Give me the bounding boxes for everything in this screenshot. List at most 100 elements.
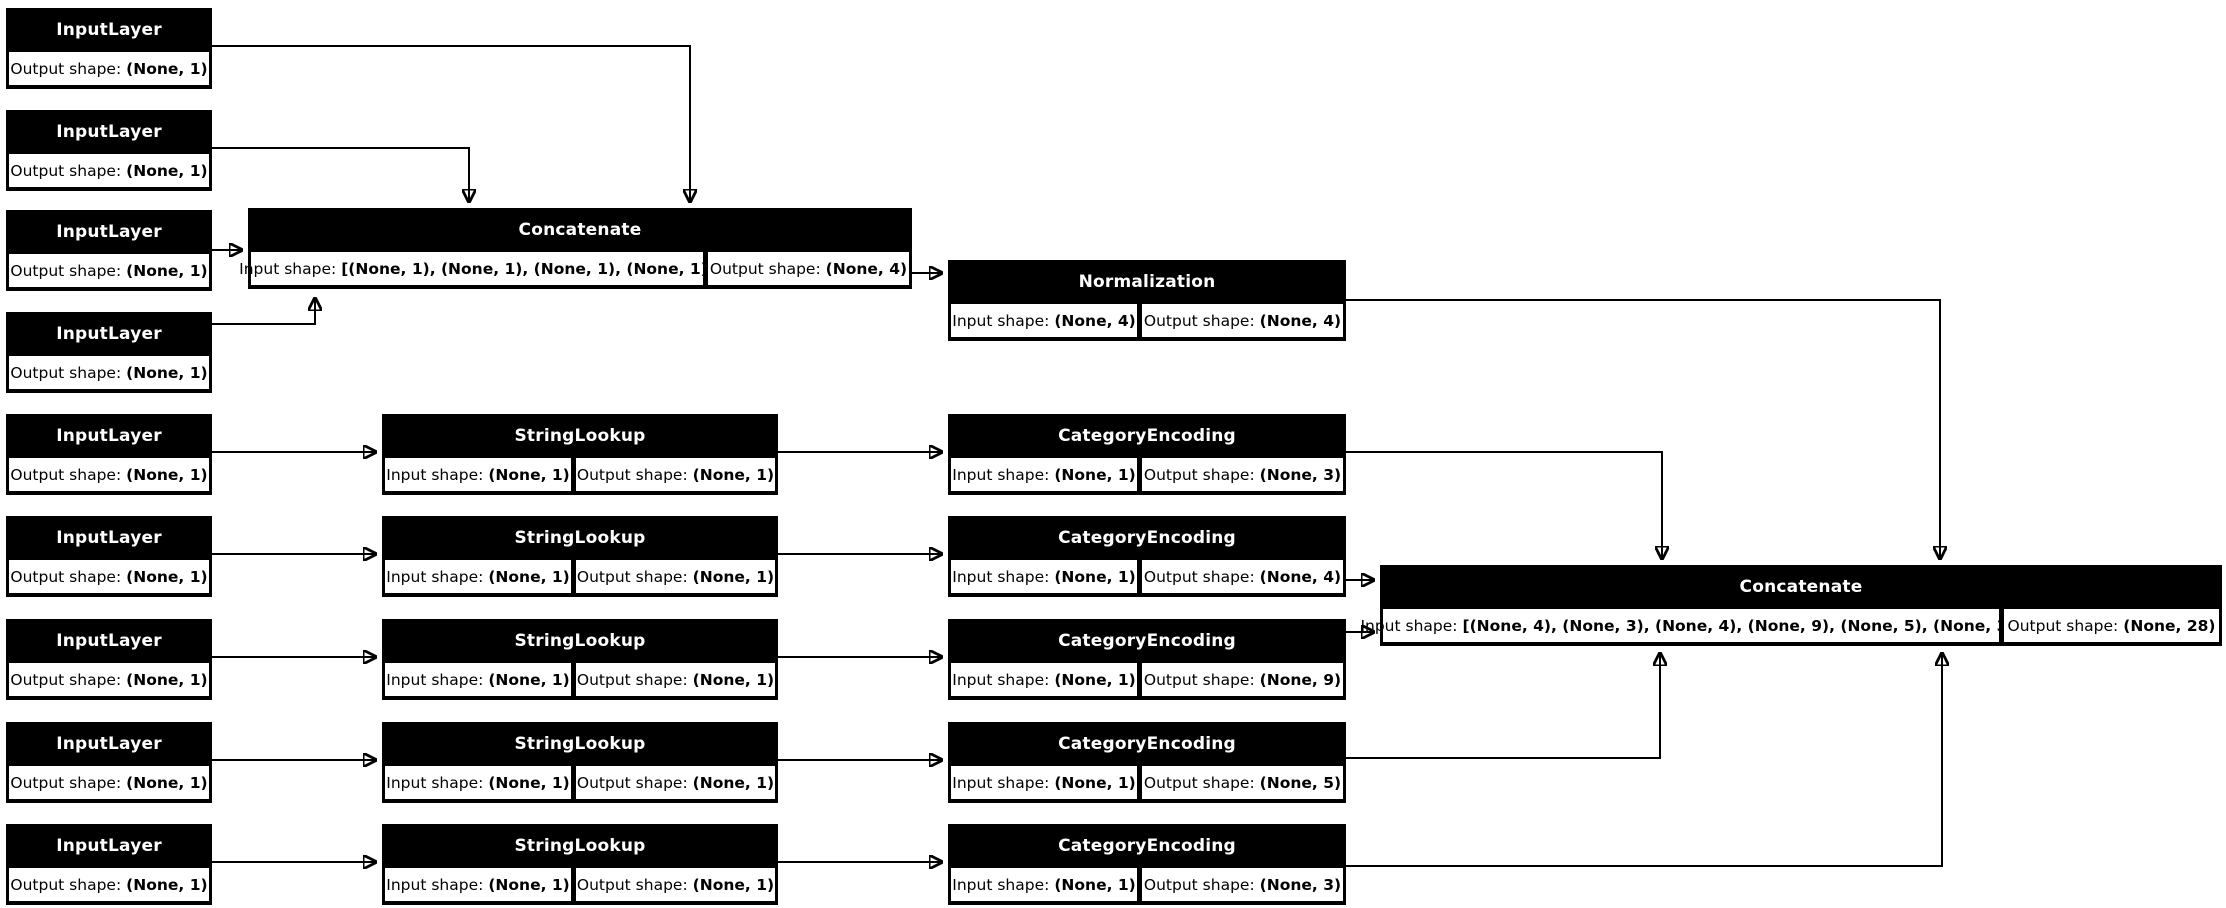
shape-value: (None, 1) xyxy=(1054,773,1136,792)
shape-label: Output shape: xyxy=(10,465,122,484)
input-shape-cell: Input shape:[(None, 4), (None, 3), (None… xyxy=(1360,609,2022,642)
output-shape-cell: Output shape:(None, 1) xyxy=(576,868,775,901)
shape-label: Input shape: xyxy=(952,670,1050,689)
output-shape-cell: Output shape:(None, 1) xyxy=(576,560,775,593)
shape-value: (None, 5) xyxy=(1259,773,1342,792)
output-shape-cell: Output shape:(None, 1) xyxy=(9,560,209,593)
shape-value: (None, 4) xyxy=(1259,311,1342,330)
shape-value: (None, 1) xyxy=(126,567,208,586)
node-cells: Input shape:(None, 1) Output shape:(None… xyxy=(948,766,1346,803)
shape-label: Input shape: xyxy=(386,773,484,792)
shape-label: Output shape: xyxy=(709,259,821,278)
shape-label: Input shape: xyxy=(386,670,484,689)
node-inputlayer-6: InputLayer Output shape:(None, 1) xyxy=(6,516,212,597)
shape-label: Output shape: xyxy=(10,161,122,180)
shape-value: [(None, 4), (None, 3), (None, 4), (None,… xyxy=(1462,616,2022,635)
input-shape-cell: Input shape:(None, 1) xyxy=(385,868,571,901)
node-concatenate-1: Concatenate Input shape:[(None, 1), (Non… xyxy=(239,208,912,289)
shape-value: (None, 1) xyxy=(126,773,208,792)
output-shape-cell: Output shape:(None, 1) xyxy=(576,663,775,696)
node-categoryencoding-4: CategoryEncoding Input shape:(None, 1) O… xyxy=(948,722,1346,803)
shape-label: Input shape: xyxy=(386,875,484,894)
shape-value: (None, 1) xyxy=(692,773,775,792)
node-cells: Input shape:(None, 1) Output shape:(None… xyxy=(948,663,1346,700)
shape-value: (None, 1) xyxy=(1054,670,1136,689)
shape-label: Output shape: xyxy=(576,875,688,894)
node-normalization: Normalization Input shape:(None, 4) Outp… xyxy=(948,260,1346,341)
edge-normalization-to-concat2 xyxy=(1346,299,1940,558)
shape-label: Input shape: xyxy=(952,773,1050,792)
shape-label: Output shape: xyxy=(576,773,688,792)
node-title: InputLayer xyxy=(56,20,162,40)
shape-label: Output shape: xyxy=(10,670,122,689)
shape-value: (None, 3) xyxy=(1259,465,1342,484)
node-title: StringLookup xyxy=(514,426,646,446)
node-title: InputLayer xyxy=(56,836,162,856)
input-shape-cell: Input shape:[(None, 1), (None, 1), (None… xyxy=(239,252,715,285)
input-shape-cell: Input shape:(None, 1) xyxy=(385,663,571,696)
output-shape-cell: Output shape:(None, 4) xyxy=(708,252,909,285)
output-shape-cell: Output shape:(None, 1) xyxy=(9,254,209,287)
node-cells: Output shape:(None, 1) xyxy=(6,560,212,597)
node-inputlayer-4: InputLayer Output shape:(None, 1) xyxy=(6,312,212,393)
output-shape-cell: Output shape:(None, 28) xyxy=(2004,609,2219,642)
node-stringlookup-4: StringLookup Input shape:(None, 1) Outpu… xyxy=(382,722,778,803)
output-shape-cell: Output shape:(None, 5) xyxy=(1142,766,1343,799)
shape-value: (None, 1) xyxy=(1054,875,1136,894)
node-cells: Input shape:(None, 1) Output shape:(None… xyxy=(948,560,1346,597)
node-title: StringLookup xyxy=(514,836,646,856)
node-title: InputLayer xyxy=(56,426,162,446)
node-cells: Output shape:(None, 1) xyxy=(6,254,212,291)
edge-catenc5-to-concat2 xyxy=(1346,654,1942,867)
node-title: CategoryEncoding xyxy=(1058,734,1236,754)
shape-value: (None, 1) xyxy=(692,567,775,586)
shape-value: (None, 28) xyxy=(2123,616,2216,635)
output-shape-cell: Output shape:(None, 4) xyxy=(1142,560,1343,593)
output-shape-cell: Output shape:(None, 1) xyxy=(9,458,209,491)
node-title: InputLayer xyxy=(56,631,162,651)
node-categoryencoding-1: CategoryEncoding Input shape:(None, 1) O… xyxy=(948,414,1346,495)
node-title: CategoryEncoding xyxy=(1058,631,1236,651)
shape-value: (None, 1) xyxy=(488,875,570,894)
shape-label: Output shape: xyxy=(1143,773,1255,792)
input-shape-cell: Input shape:(None, 1) xyxy=(385,458,571,491)
node-categoryencoding-2: CategoryEncoding Input shape:(None, 1) O… xyxy=(948,516,1346,597)
shape-value: (None, 1) xyxy=(692,670,775,689)
node-title: InputLayer xyxy=(56,324,162,344)
node-stringlookup-2: StringLookup Input shape:(None, 1) Outpu… xyxy=(382,516,778,597)
output-shape-cell: Output shape:(None, 1) xyxy=(576,458,775,491)
shape-label: Output shape: xyxy=(10,567,122,586)
output-shape-cell: Output shape:(None, 9) xyxy=(1142,663,1343,696)
node-title: Normalization xyxy=(1078,272,1216,292)
node-cells: Input shape:(None, 1) Output shape:(None… xyxy=(382,560,778,597)
input-shape-cell: Input shape:(None, 1) xyxy=(951,560,1137,593)
node-title: CategoryEncoding xyxy=(1058,426,1236,446)
node-title: Concatenate xyxy=(1739,577,1863,597)
output-shape-cell: Output shape:(None, 1) xyxy=(9,663,209,696)
node-cells: Input shape:[(None, 4), (None, 3), (None… xyxy=(1360,609,2222,646)
shape-label: Input shape: xyxy=(952,465,1050,484)
shape-label: Output shape: xyxy=(576,670,688,689)
input-shape-cell: Input shape:(None, 1) xyxy=(385,766,571,799)
shape-value: (None, 1) xyxy=(126,59,208,78)
node-stringlookup-1: StringLookup Input shape:(None, 1) Outpu… xyxy=(382,414,778,495)
node-title: InputLayer xyxy=(56,528,162,548)
shape-value: (None, 1) xyxy=(126,261,208,280)
shape-value: (None, 4) xyxy=(1054,311,1136,330)
shape-label: Output shape: xyxy=(10,363,122,382)
edge-input4-to-concat1 xyxy=(212,299,315,325)
node-cells: Output shape:(None, 1) xyxy=(6,663,212,700)
output-shape-cell: Output shape:(None, 1) xyxy=(9,52,209,85)
shape-value: (None, 1) xyxy=(488,773,570,792)
node-cells: Input shape:(None, 1) Output shape:(None… xyxy=(382,868,778,905)
shape-value: (None, 9) xyxy=(1259,670,1342,689)
shape-value: (None, 1) xyxy=(1054,465,1136,484)
shape-label: Output shape: xyxy=(10,875,122,894)
shape-value: (None, 1) xyxy=(126,670,208,689)
node-inputlayer-9: InputLayer Output shape:(None, 1) xyxy=(6,824,212,905)
output-shape-cell: Output shape:(None, 3) xyxy=(1142,868,1343,901)
node-title: Concatenate xyxy=(518,220,642,240)
edge-input2-to-concat1 xyxy=(212,147,469,201)
node-title: InputLayer xyxy=(56,734,162,754)
